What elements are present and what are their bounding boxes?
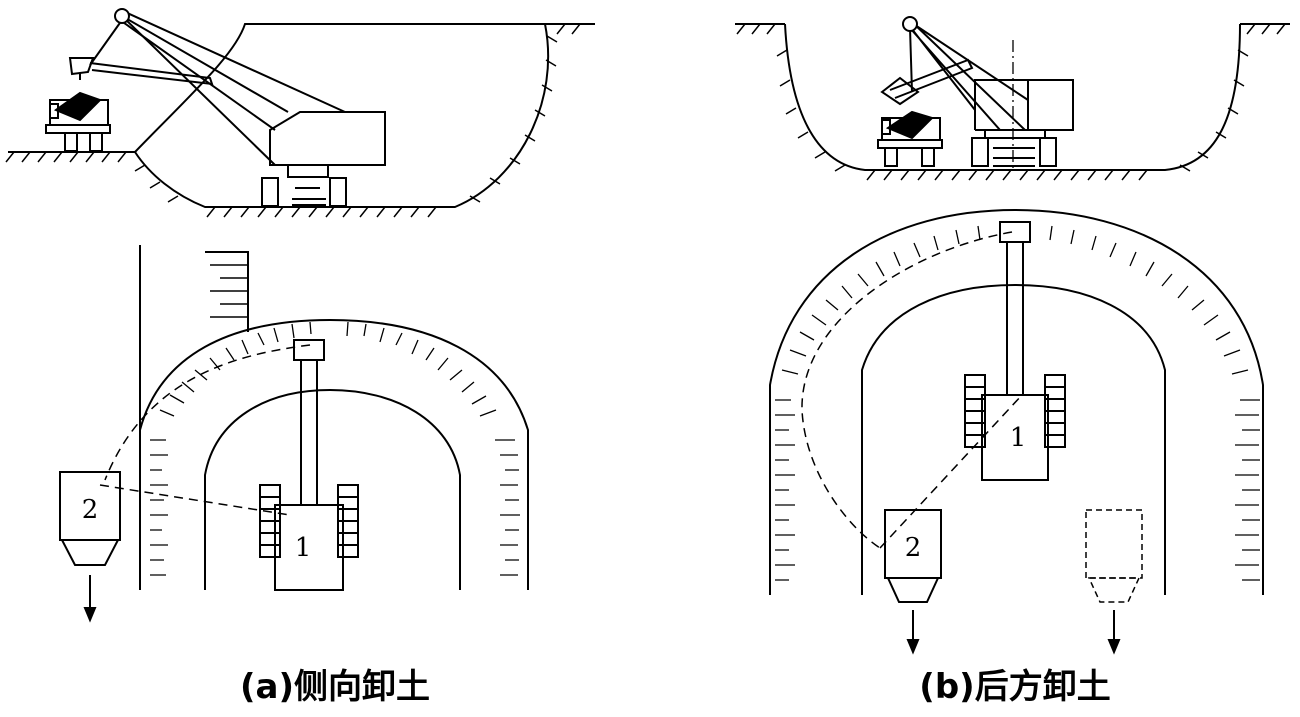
panel-a-dipper [293, 339, 325, 361]
panel-a-arch-hatching [150, 321, 520, 576]
panel-a-swing-line [99, 484, 291, 516]
panel-b-track-right [1044, 374, 1066, 448]
panel-b-truck-plan: 2 [884, 509, 942, 655]
panel-a-truck-plan: 2 [59, 471, 121, 623]
panel-b-side-view [735, 16, 1290, 181]
panel-b-excavator-side [880, 16, 1074, 170]
panel-a-track-left [259, 484, 281, 558]
panel-a-inner-arch [204, 388, 461, 590]
panel-b-arch-hatching [775, 225, 1260, 581]
panel-a-truck-number: 2 [82, 495, 99, 525]
panel-a-side-view [5, 8, 595, 218]
panel-a-excavator-number: 1 [295, 533, 312, 563]
hinge-circle-icon [902, 16, 918, 32]
panel-b-caption: (b)后方卸土 [919, 667, 1110, 707]
panel-a-excavator-side [68, 8, 386, 207]
panel-a-outer-arch [139, 318, 529, 590]
panel-a-track-right [337, 484, 359, 558]
panel-b-pit-wall [784, 23, 1241, 171]
panel-b-swing-path [801, 231, 1013, 549]
hinge-circle-icon [114, 8, 130, 24]
panel-b-truck-side [877, 110, 943, 167]
panel-a-excavator-plan: 1 [259, 339, 359, 591]
panel-a-ground-hatching [5, 23, 581, 218]
panel-b-excavator-plan: 1 [964, 221, 1066, 481]
panel-a-truck-side [45, 91, 111, 152]
panel-a-swing-path [104, 344, 311, 481]
panel-b-excavator-number: 1 [1010, 423, 1027, 453]
panel-b-inner-arch [861, 283, 1166, 595]
panel-b-truck-number: 2 [905, 533, 922, 563]
panel-b-ground-hatching [736, 23, 1286, 181]
panel-a-caption: (a)侧向卸土 [240, 667, 430, 707]
panel-b-outer-arch [769, 208, 1264, 595]
panel-a-plan-view: 1 2 (a)侧向卸土 [59, 245, 529, 707]
panel-b-swing-line [879, 394, 1023, 549]
panel-a-pit-wall [134, 23, 550, 208]
panel-b-dipper [999, 221, 1031, 243]
panel-b-plan-view: 1 2 (b)后方卸土 [769, 208, 1264, 707]
panel-b-track-left [964, 374, 986, 448]
panel-b-alternate-arrow [1107, 610, 1121, 655]
panel-b-truck-alternate-position [1085, 509, 1143, 603]
